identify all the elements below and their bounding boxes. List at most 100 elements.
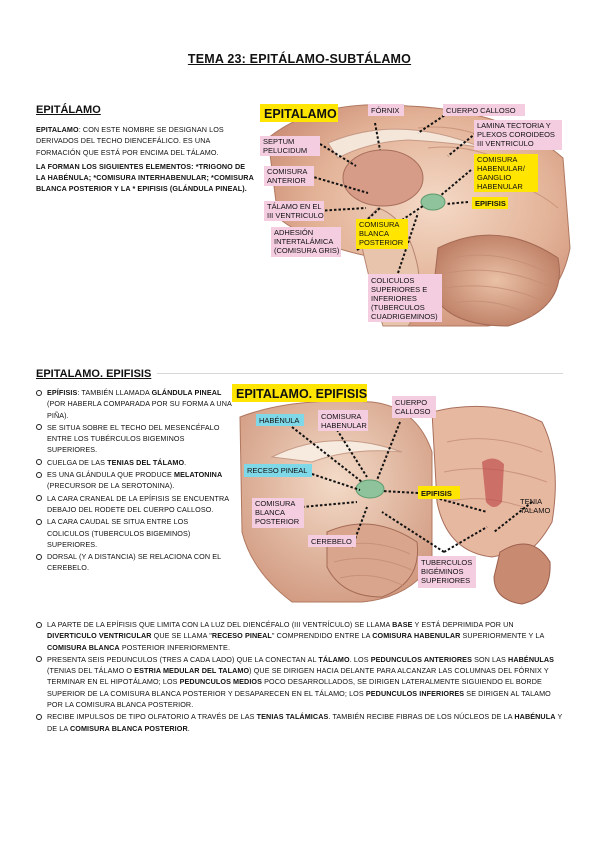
bullet-term: COMISURA HABENULAR xyxy=(372,631,461,641)
bullet-item: RECIBE IMPULSOS DE TIPO OLFATORIO A TRAV… xyxy=(36,711,563,734)
bullet-term: RECESO PINEAL xyxy=(211,631,272,641)
pineal-dorsal-shape xyxy=(482,458,504,507)
bullet-item: DORSAL (Y A DISTANCIA) SE RELACIONA CON … xyxy=(36,551,232,574)
bullet-text: . xyxy=(184,457,187,467)
label-cerebelo: CEREBELO xyxy=(311,537,352,546)
page-title: TEMA 23: EPITÁLAMO-SUBTÁLAMO xyxy=(187,52,412,66)
label-cuerpo-calloso: CUERPO CALLOSO xyxy=(446,106,516,115)
bullet-text: QUE SE LLAMA " xyxy=(151,631,212,641)
bullet-term: TENIAS DEL TÁLAMO xyxy=(107,457,185,467)
bullet-item: ES UNA GLÁNDULA QUE PRODUCE MELATONINA (… xyxy=(36,469,232,492)
figure2-arrows xyxy=(291,421,533,553)
bullet-text: DORSAL (Y A DISTANCIA) SE RELACIONA CON … xyxy=(47,552,221,573)
bullet-text: SON LAS xyxy=(471,654,509,664)
bullet-text: LA PARTE DE LA EPÍFISIS QUE LIMITA CON L… xyxy=(47,620,393,629)
bullet-text: LA CARA CAUDAL SE SITUA ENTRE LOS COLICU… xyxy=(47,517,191,549)
bullet-item: LA PARTE DE LA EPÍFISIS QUE LIMITA CON L… xyxy=(36,619,563,653)
bullet-text: SUPERIORMENTE Y LA xyxy=(460,631,544,641)
paragraph-definition: EPITALAMO: CON ESTE NOMBRE SE DESIGNAN L… xyxy=(36,124,256,158)
bullet-item: PRESENTA SEIS PEDUNCULOS (TRES A CADA LA… xyxy=(36,654,563,710)
bullet-text: (TENIAS DEL TÁLAMO O xyxy=(47,666,135,676)
section-heading-epitalamo-epifisis: EPITALAMO. EPIFISIS xyxy=(36,368,158,380)
figure1-title: EPITALAMO xyxy=(264,107,337,121)
figure1-arrows xyxy=(309,112,477,274)
label-epifisis-2: EPIFISIS xyxy=(421,489,452,498)
bullet-item: EPÍFISIS: TAMBIÉN LLAMADA GLÁNDULA PINEA… xyxy=(36,387,232,421)
bullet-text: POSTERIOR INFERIORMENTE. xyxy=(119,642,231,652)
corpus-callosum-shape-2 xyxy=(270,440,403,463)
cerebellum-shape xyxy=(432,234,560,327)
bullet-item: CUELGA DE LAS TENIAS DEL TÁLAMO. xyxy=(36,457,232,468)
bullet-text: RECIBE IMPULSOS DE TIPO OLFATORIO A TRAV… xyxy=(47,712,257,722)
bullet-text: SE DIRIGEN AL TALAMO POR LA COMISURA BLA… xyxy=(47,688,551,710)
bullet-item: LA CARA CAUDAL SE SITUA ENTRE LOS COLICU… xyxy=(36,516,232,550)
label-receso-pineal: RECESO PINEAL xyxy=(247,466,307,475)
bullet-term: DIVERTICULO VENTRICULAR xyxy=(47,631,152,641)
bullet-text: Y DE LA xyxy=(47,712,563,733)
label-fornix: FÓRNIX xyxy=(371,106,399,115)
bullet-item: SE SITUA SOBRE EL TECHO DEL MESENCÉFALO … xyxy=(36,422,232,456)
bullet-text: (PRECURSOR DE LA SEROTONINA). xyxy=(47,481,175,491)
bullet-term: MELATONINA xyxy=(174,470,223,480)
bullet-term: GLÁNDULA PINEAL xyxy=(151,388,222,397)
bullet-text: " COMPRENDIDO ENTRE LA xyxy=(271,631,373,641)
bullet-term: PEDUNCULOS INFERIORES xyxy=(365,688,465,698)
bullet-term: BASE xyxy=(392,620,413,629)
bullet-text: PRESENTA SEIS PEDUNCULOS (TRES A CADA LA… xyxy=(47,654,319,664)
label-habenula: HABÉNULA xyxy=(259,416,299,425)
bullet-term: COMISURA BLANCA xyxy=(47,642,120,652)
bullet-term: EPÍFISIS xyxy=(47,388,78,397)
bullet-term: HABÉNULAS xyxy=(508,654,555,664)
bullet-text: ES UNA GLÁNDULA QUE PRODUCE xyxy=(47,470,175,480)
figure2-title-box xyxy=(232,384,367,402)
bullet-text: CUELGA DE LAS xyxy=(47,457,108,467)
bullet-text: . xyxy=(187,723,190,733)
paragraph-elements: LA FORMAN LOS SIGUIENTES ELEMENTOS: *TRI… xyxy=(36,161,254,194)
bullet-text: (POR HABERLA COMPARADA POR SU FORMA A UN… xyxy=(47,399,232,420)
section-heading-epitalamo: EPITÁLAMO xyxy=(36,104,101,116)
bullet-text: . LOS xyxy=(349,654,371,664)
term-epitalamo: EPITALAMO xyxy=(36,125,79,134)
bullet-item: LA CARA CRANEAL DE LA EPÍFISIS SE ENCUEN… xyxy=(36,493,232,516)
bullet-term: TENIAS TALÁMICAS xyxy=(256,712,329,722)
bullet-text: Y ESTÁ DEPRIMIDA POR UN xyxy=(412,620,514,629)
cerebellum-dorsal-shape xyxy=(493,543,551,605)
epifisis-bullets-wide: LA PARTE DE LA EPÍFISIS QUE LIMITA CON L… xyxy=(36,619,563,735)
bullet-term: HABÉNULA xyxy=(514,712,556,722)
figure1-title-box xyxy=(260,104,338,122)
section-divider xyxy=(36,373,563,374)
bullet-term: COMISURA BLANCA POSTERIOR xyxy=(69,723,188,733)
bullet-text: LA CARA CRANEAL DE LA EPÍFISIS SE ENCUEN… xyxy=(47,493,229,514)
pineal-shape-2 xyxy=(355,479,385,499)
bullet-text: . TAMBIÉN RECIBE FIBRAS DE LOS NÚCLEOS D… xyxy=(328,712,515,722)
figure2-title: EPITALAMO. EPIFISIS xyxy=(236,387,367,401)
bullet-term: ESTRIA MEDULAR DEL TALAMO xyxy=(134,666,250,676)
definition-text: : CON ESTE NOMBRE SE DESIGNAN LOS DERIVA… xyxy=(36,125,224,157)
pineal-shape xyxy=(420,193,446,211)
section1-text: EPITALAMO: CON ESTE NOMBRE SE DESIGNAN L… xyxy=(36,124,256,195)
bullet-term: TÁLAMO xyxy=(318,654,350,664)
corpus-callosum-shape xyxy=(327,128,484,159)
bullet-term: PEDUNCULOS ANTERIORES xyxy=(370,654,472,664)
bullet-term: PEDUNCULOS MEDIOS xyxy=(179,677,263,687)
bullet-text: SE SITUA SOBRE EL TECHO DEL MESENCÉFALO … xyxy=(47,422,220,455)
bullet-text: POCO DESARROLLADOS, SE DIRIGEN LATERALME… xyxy=(47,677,542,698)
bullet-text: : TAMBIÉN LLAMADA xyxy=(77,388,152,397)
label-epifisis: EPIFISIS xyxy=(475,199,506,208)
thalamus-shape xyxy=(342,149,424,207)
